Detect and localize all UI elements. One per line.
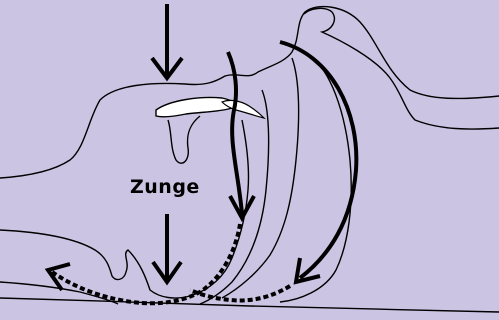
nasal-contour [304,8,499,129]
tongue-label: Zunge [128,176,202,198]
arrow-tongue [153,214,181,282]
outer-contour [0,7,499,178]
white-structure [156,98,234,117]
pharynx-inner [222,58,299,298]
tongue-contour [0,120,249,298]
arrow-top [152,4,182,78]
arrow-middle [228,52,254,218]
soft-palate [168,116,200,163]
